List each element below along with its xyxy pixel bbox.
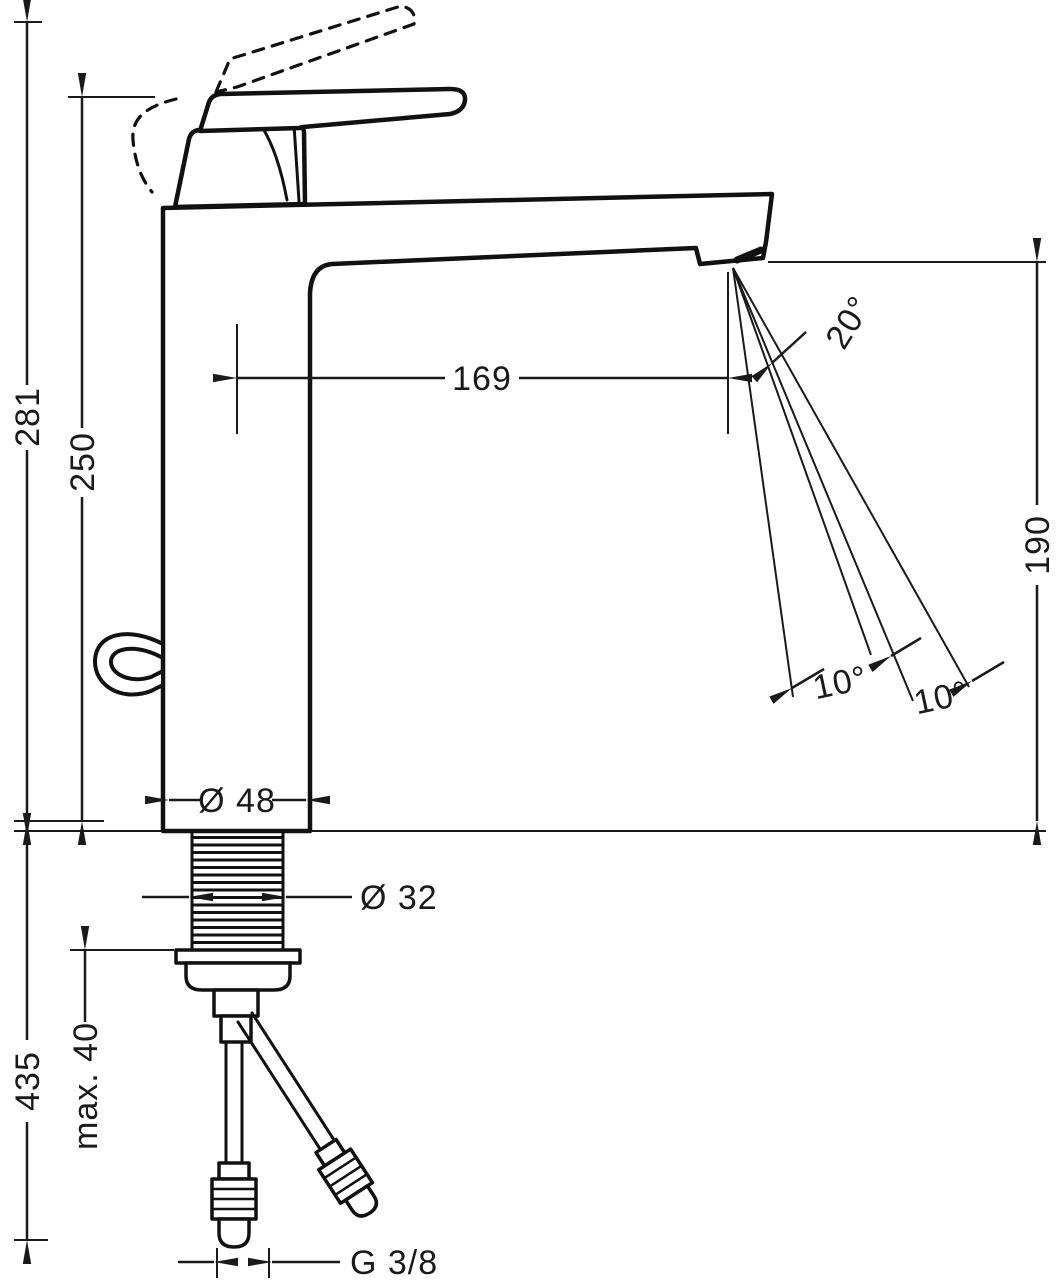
mounting-nut xyxy=(184,961,292,992)
dia-32-label: Ø 32 xyxy=(360,879,438,917)
dimension-190: 190 xyxy=(1019,238,1057,845)
dimension-dia-32: Ø 32 xyxy=(142,879,438,917)
angle-arrow xyxy=(949,660,1005,697)
angle-arrow xyxy=(769,667,825,704)
supply-hose-diagonal xyxy=(236,1011,379,1218)
dimension-250-label: 250 xyxy=(64,432,102,492)
water-jet-fan xyxy=(732,267,970,702)
dimension-281-label: 281 xyxy=(9,387,47,447)
angle-arrow xyxy=(868,636,922,672)
connector-rib xyxy=(323,1156,357,1180)
hose-connector-diagonal xyxy=(314,1137,379,1218)
jet-line xyxy=(732,267,872,656)
drain-rod-hook xyxy=(92,632,165,697)
dimension-190-label: 190 xyxy=(1019,515,1057,575)
connector-collar xyxy=(217,1161,251,1181)
dimension-max-40: max. 40 xyxy=(67,926,105,1150)
handle-base-front-edge xyxy=(292,123,301,203)
jet-line xyxy=(732,267,970,688)
connector-tip xyxy=(217,1217,251,1249)
angle-arrow xyxy=(751,331,807,383)
dimension-g38: G 3/8 xyxy=(178,1244,438,1282)
hose-fitting-block-lower xyxy=(219,1014,253,1044)
jet-line xyxy=(732,267,914,702)
dimension-435-label: 435 xyxy=(9,1051,47,1111)
angle-20-label: 20° xyxy=(818,289,879,355)
supply-hose-vertical xyxy=(210,1040,258,1249)
handle-base-detail-curve xyxy=(260,125,289,202)
dimension-250: 250 xyxy=(64,73,102,845)
handle-lever-raised-dashed xyxy=(214,4,417,94)
dimension-281: 281 xyxy=(9,0,47,845)
angle-10-left-label: 10° xyxy=(810,659,871,707)
aerator-outlet-mark xyxy=(733,246,765,264)
mounting-hardware xyxy=(174,948,302,1044)
threaded-shank xyxy=(190,831,285,951)
dimension-169-label: 169 xyxy=(452,360,512,398)
dimension-dia-48: Ø 48 xyxy=(145,782,330,820)
hose-wall xyxy=(250,1011,338,1145)
handle-lever xyxy=(197,86,468,134)
faucet-object xyxy=(14,4,1046,1249)
faucet-body-spout-outline xyxy=(160,191,775,834)
connector-tip xyxy=(343,1184,379,1218)
dia-48-label: Ø 48 xyxy=(198,782,276,820)
angle-20: 20° xyxy=(751,289,879,383)
dimension-169: 169 xyxy=(213,360,752,398)
dimension-435: 435 xyxy=(9,813,47,1264)
connector-rib xyxy=(328,1164,363,1188)
connector-rib xyxy=(334,1173,368,1196)
max-40-label: max. 40 xyxy=(67,1022,105,1150)
handle-back-raised-dashed xyxy=(131,97,178,194)
jet-line xyxy=(732,267,794,698)
angle-10-right-label: 10° xyxy=(911,674,972,722)
angle-10-left: 10° xyxy=(769,659,871,707)
g38-label: G 3/8 xyxy=(350,1244,438,1282)
mounting-washer xyxy=(174,948,302,965)
hose-wall xyxy=(236,1020,324,1154)
